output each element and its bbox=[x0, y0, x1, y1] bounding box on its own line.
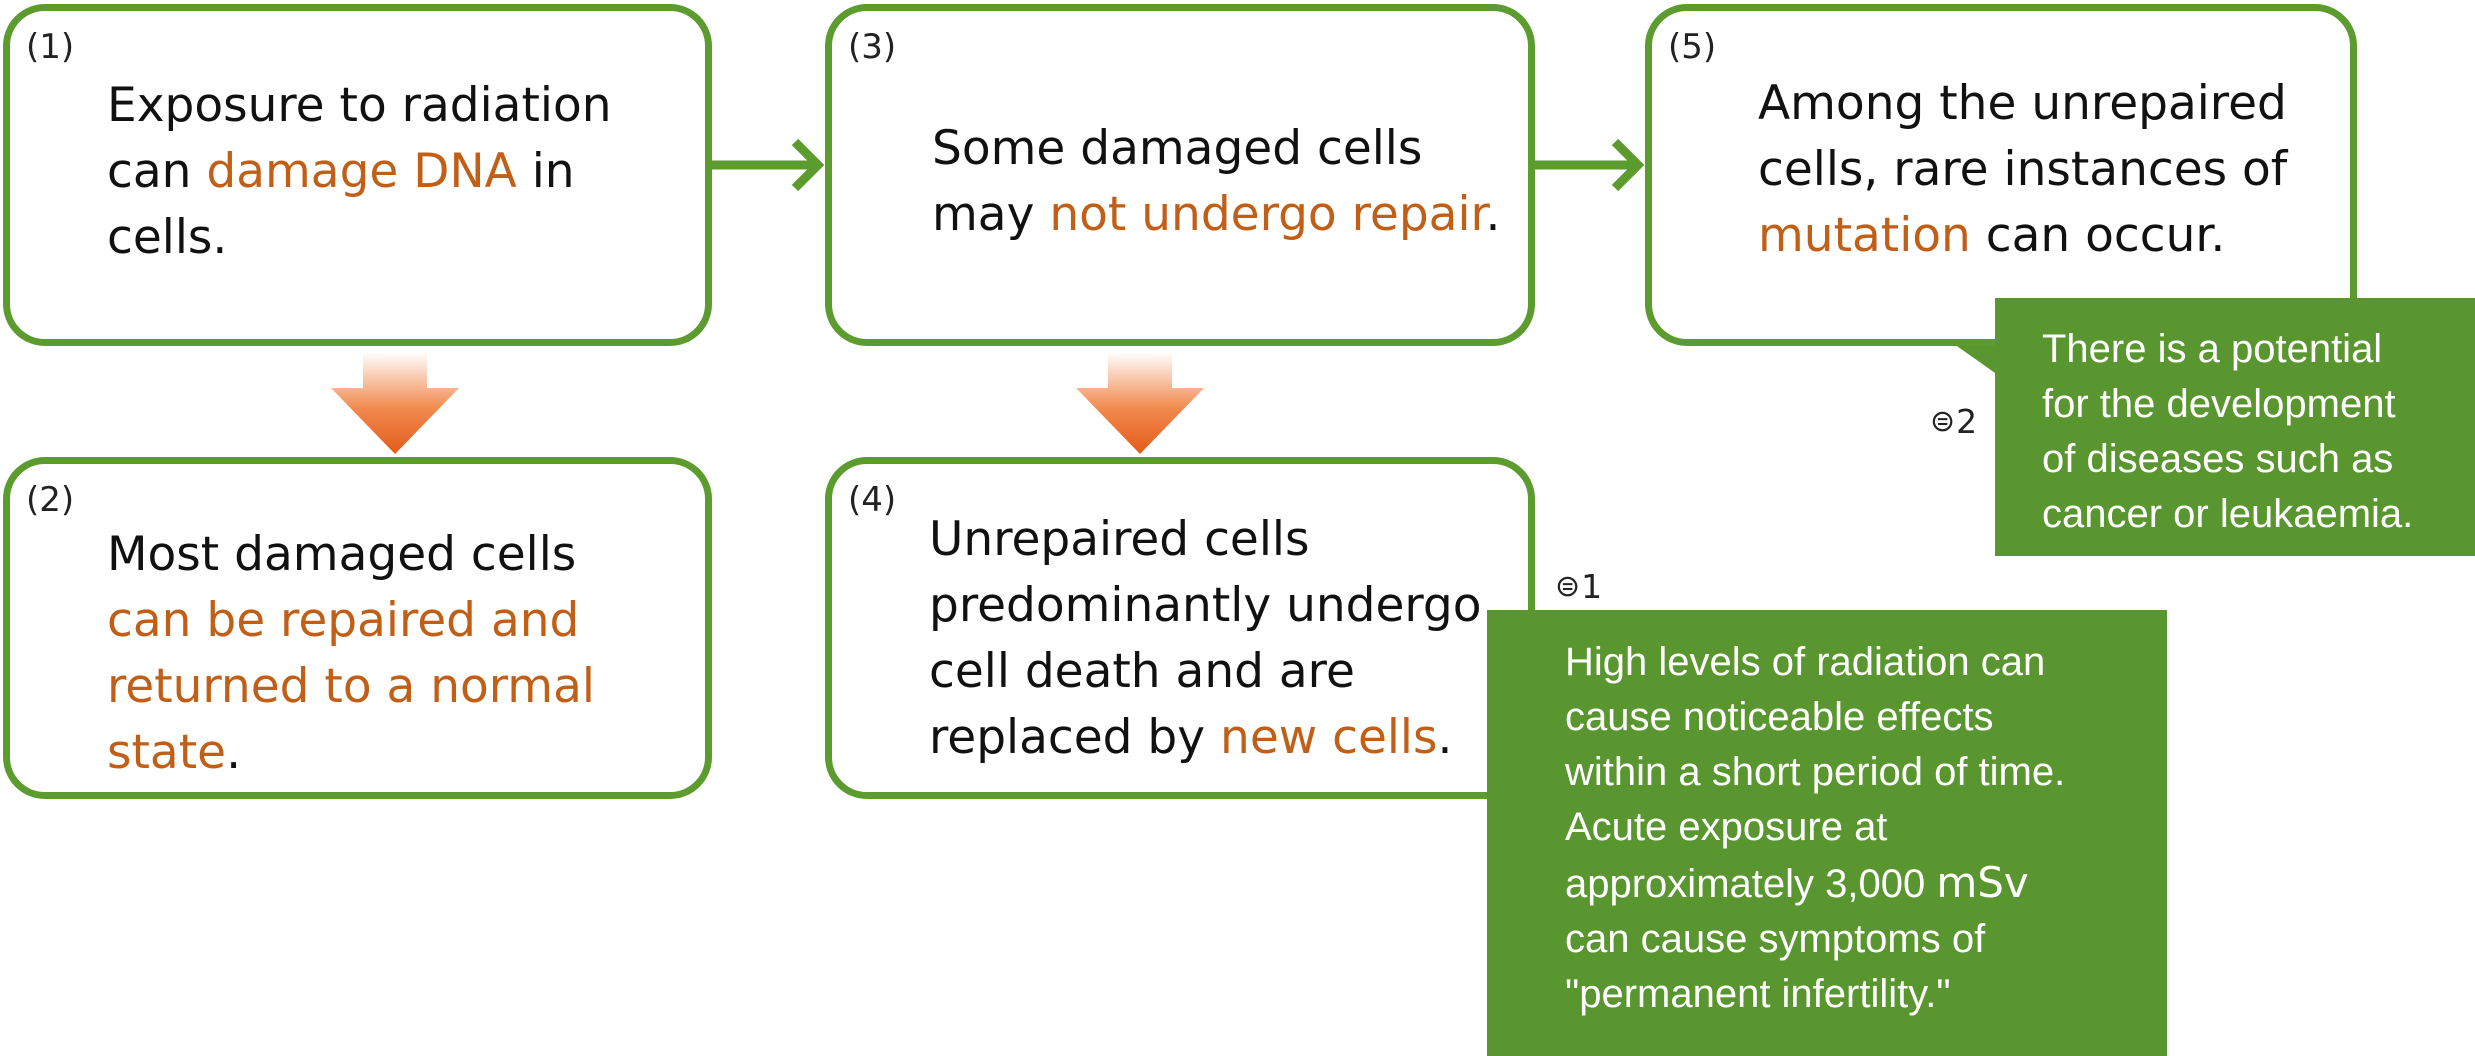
highlight-text: state bbox=[107, 725, 227, 780]
step-box-3: (3) Some damaged cells may not undergo r… bbox=[825, 4, 1535, 346]
circled-dot-icon: ⊜ bbox=[1930, 404, 1957, 439]
step-box-2: (2) Most damaged cells can be repaired a… bbox=[3, 457, 712, 799]
step-text: Among the unrepaired cells, rare instanc… bbox=[1758, 76, 2288, 263]
note-marker-1: ⊜1 bbox=[1555, 567, 1604, 606]
step-text: Exposure to radiation can damage DNA in … bbox=[107, 78, 612, 265]
circled-dot-icon: ⊜ bbox=[1555, 569, 1582, 604]
arrow-down-3-to-4 bbox=[1076, 352, 1204, 454]
highlight-text: damage DNA bbox=[206, 144, 517, 199]
highlight-text: can be repaired and bbox=[107, 593, 580, 648]
step-text: Most damaged cells can be repaired and r… bbox=[107, 527, 595, 780]
step-box-5: (5) Among the unrepaired cells, rare ins… bbox=[1645, 4, 2357, 346]
callout-high-radiation: High levels of radiation can cause notic… bbox=[1487, 610, 2167, 1056]
note-marker-2: ⊜2 bbox=[1930, 402, 1979, 441]
step-number: (3) bbox=[848, 27, 897, 67]
callout-text: High levels of radiation can cause notic… bbox=[1565, 640, 2066, 1016]
highlight-text: returned to a normal bbox=[107, 659, 595, 714]
highlight-text: new cells bbox=[1220, 710, 1438, 765]
callout-text: There is a potential for the development… bbox=[2042, 327, 2414, 536]
step-number: (5) bbox=[1668, 27, 1717, 67]
step-box-1: (1) Exposure to radiation can damage DNA… bbox=[3, 4, 712, 346]
step-number: (2) bbox=[26, 480, 75, 520]
step-text: Some damaged cells may not undergo repai… bbox=[932, 121, 1501, 242]
unit-msv: mSv bbox=[1936, 858, 2029, 907]
step-number: (1) bbox=[26, 27, 75, 67]
arrow-down-1-to-2 bbox=[331, 352, 459, 454]
arrow-right-3-to-5 bbox=[1535, 138, 1645, 192]
step-box-4: (4) Unrepaired cells predominantly under… bbox=[825, 457, 1535, 799]
highlight-text: mutation bbox=[1758, 208, 1971, 263]
arrow-right-1-to-3 bbox=[710, 138, 825, 192]
highlight-text: not undergo repair bbox=[1049, 187, 1486, 242]
callout-cancer-risk: There is a potential for the development… bbox=[1995, 298, 2475, 556]
step-number: (4) bbox=[848, 480, 897, 520]
step-text: Unrepaired cells predominantly undergo c… bbox=[929, 512, 1482, 765]
